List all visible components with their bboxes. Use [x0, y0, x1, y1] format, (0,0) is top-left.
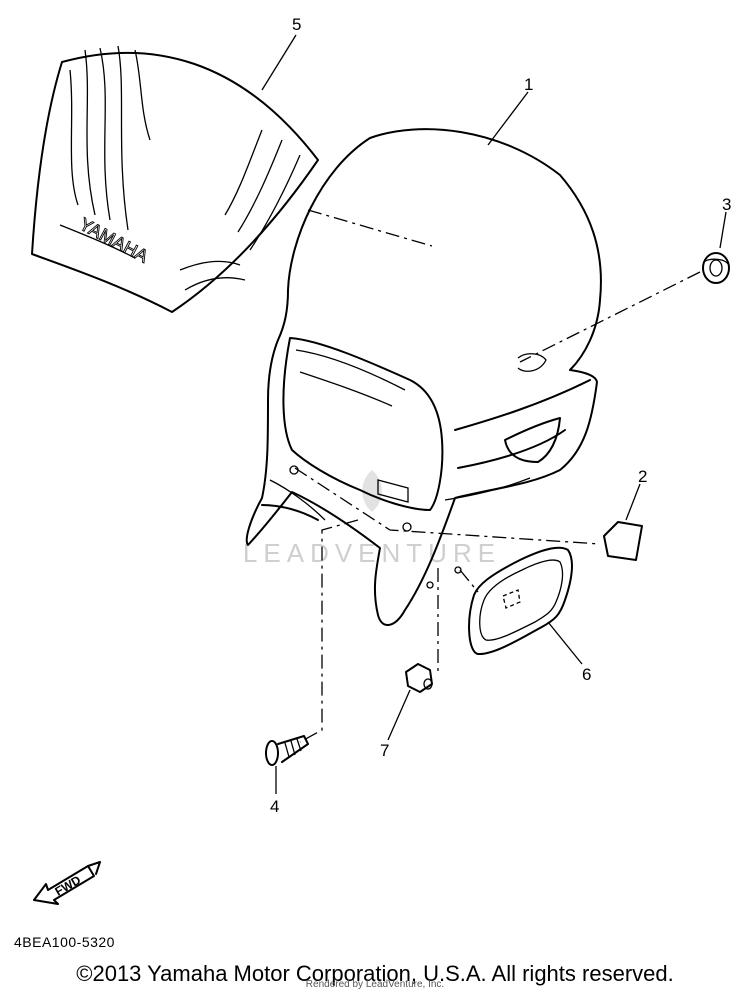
forward-arrow-icon: FWD	[33, 861, 101, 905]
headlight-cowling-part-1[interactable]	[245, 128, 602, 626]
lens-gasket-part-6[interactable]	[468, 546, 573, 656]
callout-3: 3	[722, 195, 731, 214]
screw-part-4[interactable]	[265, 735, 309, 766]
callout-numbers: 1 2 3 4 5 6 7	[270, 15, 731, 816]
diagram-code: 4BEA100-5320	[14, 934, 115, 950]
callout-2: 2	[638, 467, 647, 486]
callout-7: 7	[380, 741, 389, 760]
watermark-text: LEADVENTURE	[243, 538, 501, 568]
callout-6: 6	[582, 665, 591, 684]
nut-part-7[interactable]	[405, 663, 433, 693]
yamaha-logo-text: YAMAHA	[76, 214, 151, 267]
grommet-part-3[interactable]	[702, 252, 730, 284]
rendered-by-text: Rendered by LeadVenture, Inc.	[305, 979, 445, 990]
windscreen-decal-part-5[interactable]: YAMAHA	[31, 45, 319, 313]
assembly-leader-lines	[294, 209, 701, 743]
leadventure-watermark: LEADVENTURE	[243, 470, 501, 568]
callout-lines	[261, 34, 727, 794]
callout-5: 5	[292, 15, 301, 34]
pad-part-2[interactable]	[603, 521, 643, 561]
callout-1: 1	[524, 75, 533, 94]
callout-4: 4	[270, 797, 279, 816]
copyright-notice: ©2013 Yamaha Motor Corporation, U.S.A. A…	[76, 961, 674, 986]
fwd-text: FWD	[53, 873, 84, 899]
